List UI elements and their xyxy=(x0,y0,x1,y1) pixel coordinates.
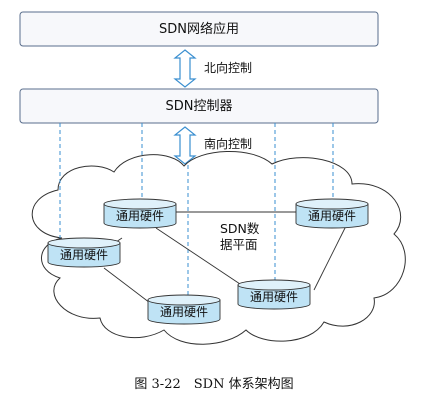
device-1-label: 通用硬件 xyxy=(116,209,164,223)
control-channels xyxy=(59,123,334,297)
application-layer: SDN网络应用 xyxy=(19,11,379,47)
data-plane-label: SDN数 据平面 xyxy=(220,221,260,252)
device-1: 通用硬件 xyxy=(103,198,177,229)
controller-label: SDN控制器 xyxy=(166,99,233,114)
controller-layer: SDN控制器 xyxy=(19,88,379,124)
device-4: 通用硬件 xyxy=(237,279,311,310)
southbound-label: 南向控制 xyxy=(204,136,252,151)
southbound-arrow xyxy=(173,126,197,165)
link-3 xyxy=(103,267,155,307)
device-5: 通用硬件 xyxy=(147,294,221,325)
device-4-label: 通用硬件 xyxy=(250,290,298,304)
data-plane-label-line1: SDN数 xyxy=(220,221,260,236)
controller-box xyxy=(19,88,379,124)
southbound-interface: 南向控制 xyxy=(173,126,252,165)
application-box xyxy=(19,11,379,47)
device-2-label: 通用硬件 xyxy=(308,209,356,223)
figure-caption: 图 3-22 SDN 体系架构图 xyxy=(134,377,293,392)
northbound-label: 北向控制 xyxy=(204,60,252,75)
northbound-arrow xyxy=(173,49,197,88)
device-3: 通用硬件 xyxy=(47,237,121,268)
device-3-label: 通用硬件 xyxy=(60,248,108,262)
application-label: SDN网络应用 xyxy=(159,21,239,37)
link-5 xyxy=(313,225,347,291)
device-5-label: 通用硬件 xyxy=(160,305,208,319)
device-2: 通用硬件 xyxy=(295,198,369,229)
data-plane-label-line2: 据平面 xyxy=(220,237,258,252)
link-4 xyxy=(155,227,247,289)
northbound-interface: 北向控制 xyxy=(173,49,252,88)
